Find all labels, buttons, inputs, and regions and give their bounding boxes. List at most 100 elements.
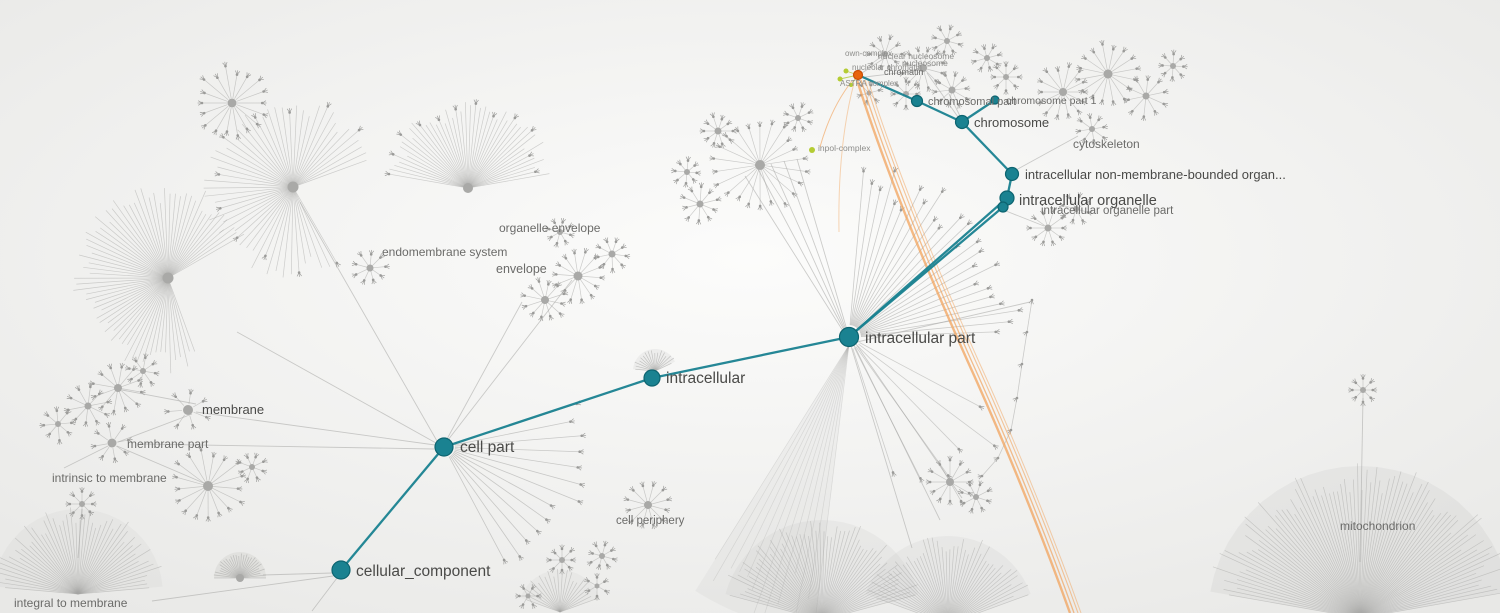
- node-glyph-icon: [534, 168, 540, 174]
- label-envelope[interactable]: envelope: [496, 262, 547, 276]
- node-glyph-icon: [119, 362, 125, 369]
- node-glyph-icon: [623, 496, 630, 502]
- node-chr[interactable]: [954, 114, 970, 130]
- label-cellular-component[interactable]: cellular_component: [356, 563, 491, 580]
- node-glyph-icon: [905, 50, 911, 56]
- node-glyph-icon: [999, 300, 1005, 306]
- node-nmb[interactable]: [1004, 166, 1020, 182]
- burst: [699, 112, 738, 149]
- node-glyph-icon: [89, 491, 95, 497]
- label-chromosome-part[interactable]: chromosome part 1: [1006, 95, 1097, 107]
- gray-edge: [121, 389, 197, 405]
- node-glyph-icon: [536, 593, 542, 599]
- fan-wedge: [633, 349, 675, 371]
- node-cp[interactable]: [434, 437, 454, 457]
- label-membrane-part[interactable]: membrane part: [127, 437, 209, 451]
- burst: [515, 584, 542, 609]
- label-intrinsic-to-membrane[interactable]: intrinsic to membrane: [52, 471, 167, 485]
- node-glyph-icon: [603, 237, 609, 244]
- label-endomembrane-system[interactable]: endomembrane system: [382, 245, 507, 259]
- label-cytoskeleton[interactable]: cytoskeleton: [1073, 137, 1140, 151]
- label-intracellular[interactable]: intracellular: [666, 370, 745, 387]
- label-membrane[interactable]: membrane: [202, 402, 264, 417]
- cluster-center-dot: [1103, 69, 1113, 79]
- node-glyph-icon: [639, 522, 645, 529]
- node-glyph-icon: [783, 202, 789, 208]
- node-glyph-icon: [932, 215, 939, 222]
- node-glyph-icon: [98, 455, 104, 461]
- node-glyph-icon: [149, 381, 156, 387]
- node-glyph-icon: [199, 111, 206, 117]
- node-glyph-icon: [1130, 54, 1137, 60]
- node-glyph-icon: [1051, 207, 1057, 213]
- fan-bottom-c: [520, 568, 600, 613]
- node-glyph-icon: [941, 59, 947, 65]
- node-glyph-icon: [65, 408, 72, 415]
- label-cell-periphery[interactable]: cell periphery: [616, 515, 685, 527]
- green-term-node[interactable]: [809, 147, 815, 153]
- label-intracellular-organelle-part[interactable]: intracellular organelle part: [1041, 205, 1174, 217]
- label-organelle-envelope[interactable]: organelle envelope: [499, 221, 601, 235]
- label-intracellular-part[interactable]: intracellular part: [865, 330, 976, 347]
- green-term-node[interactable]: [849, 83, 853, 87]
- label-cell-part[interactable]: cell part: [460, 439, 515, 456]
- gray-edge: [757, 168, 845, 331]
- node-glyph-icon: [947, 499, 953, 506]
- node-glyph-icon: [624, 253, 631, 259]
- node-icp[interactable]: [838, 326, 860, 348]
- node-glyph-icon: [384, 263, 390, 269]
- node-glyph-icon: [961, 76, 967, 82]
- node-glyph-icon: [977, 66, 983, 73]
- cluster-center-dot: [227, 98, 237, 108]
- node-glyph-icon: [153, 371, 160, 377]
- node-glyph-icon: [1007, 318, 1014, 324]
- node-glyph-icon: [558, 312, 565, 318]
- node-glyph-icon: [891, 471, 897, 477]
- burst-cell-periphery: [623, 481, 672, 530]
- node-glyph-icon: [709, 155, 716, 161]
- node-glyph-icon: [188, 388, 194, 395]
- layer-orange: [819, 70, 1082, 613]
- node-nuc[interactable]: [852, 69, 864, 81]
- cluster-center-dot: [1360, 387, 1366, 393]
- node-glyph-icon: [569, 418, 575, 424]
- node-glyph-icon: [975, 237, 982, 244]
- node-glyph-icon: [594, 573, 600, 579]
- node-glyph-icon: [550, 548, 557, 555]
- label-intracellular-organelle[interactable]: intracellular organelle: [1019, 193, 1157, 209]
- node-cc[interactable]: [331, 560, 351, 580]
- node-chp2[interactable]: [990, 95, 1000, 105]
- node-glyph-icon: [603, 577, 609, 584]
- node-glyph-icon: [804, 169, 811, 175]
- label-chromosome[interactable]: chromosome: [974, 115, 1049, 130]
- node-glyph-icon: [1054, 66, 1060, 72]
- node-glyph-icon: [1371, 387, 1378, 393]
- node-ic[interactable]: [643, 369, 661, 387]
- node-glyph-icon: [1042, 67, 1049, 74]
- node-glyph-icon: [1126, 85, 1132, 91]
- gray-edge: [446, 301, 523, 440]
- label-chromosomal-part[interactable]: chromosomal part: [928, 96, 1016, 108]
- green-term-node[interactable]: [837, 76, 843, 82]
- node-glyph-icon: [1145, 75, 1151, 81]
- cluster-center-dot: [984, 55, 990, 61]
- node-glyph-icon: [1042, 111, 1048, 118]
- node-glyph-icon: [519, 603, 525, 609]
- node-glyph-icon: [217, 511, 223, 518]
- node-orgp[interactable]: [997, 201, 1009, 213]
- node-glyph-icon: [990, 74, 997, 80]
- green-term-node[interactable]: [843, 68, 849, 74]
- label-non-membrane-bounded-organelle[interactable]: intracellular non-membrane-bounded organ…: [1025, 167, 1286, 182]
- node-glyph-icon: [1135, 65, 1142, 71]
- node-glyph-icon: [1075, 128, 1082, 135]
- node-glyph-icon: [90, 501, 97, 507]
- node-glyph-icon: [953, 71, 959, 77]
- node-chrp[interactable]: [910, 94, 924, 108]
- label-integral-to-membrane[interactable]: integral to membrane: [14, 596, 128, 610]
- fan-wedge: [695, 345, 849, 613]
- label-mitochondrion[interactable]: mitochondrion: [1340, 519, 1415, 533]
- node-glyph-icon: [973, 280, 980, 286]
- node-glyph-icon: [603, 540, 609, 547]
